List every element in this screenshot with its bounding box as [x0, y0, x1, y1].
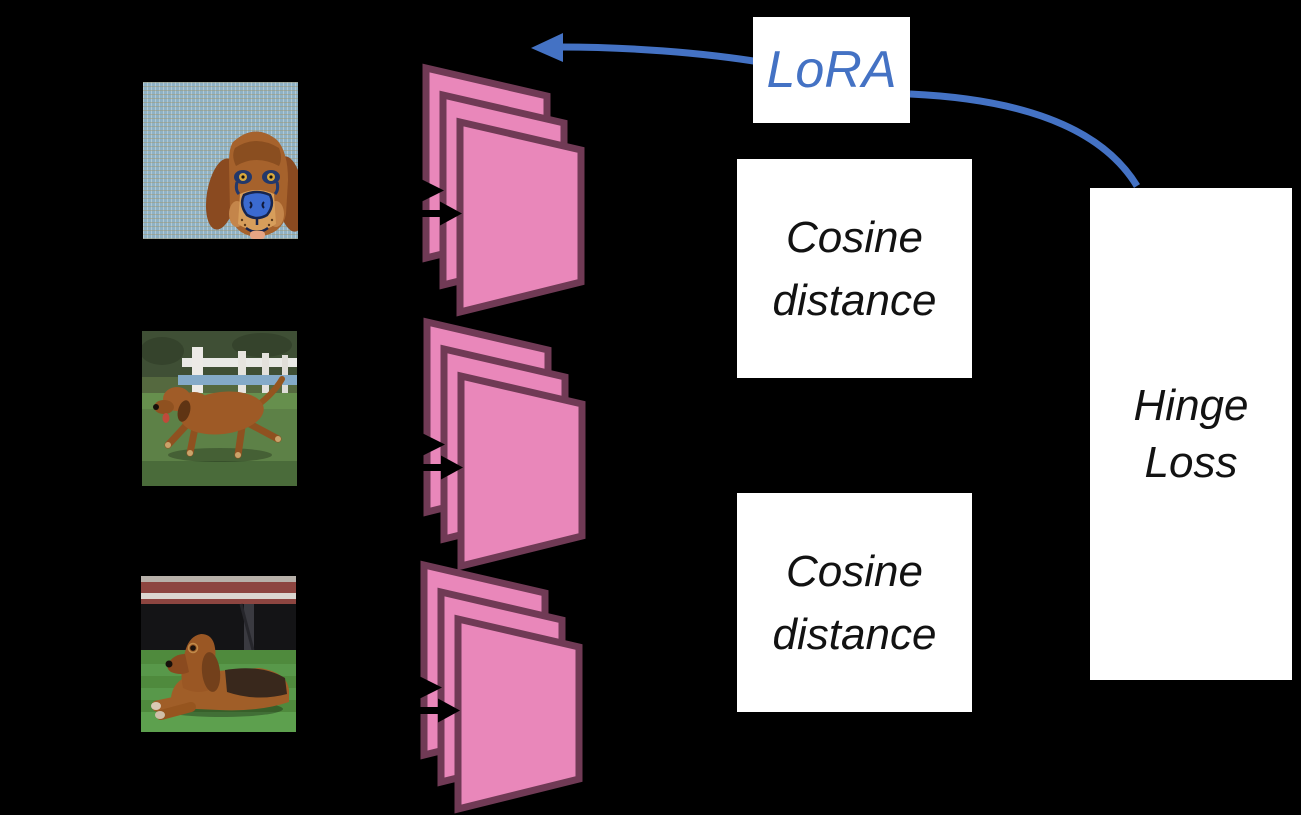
- input-image-middle: [142, 331, 297, 486]
- right-arrowhead-icon: [396, 178, 462, 226]
- hinge-line2: Loss: [1144, 438, 1238, 487]
- bloodhound-portrait-illustration: [205, 131, 298, 239]
- input-image-bottom: [141, 576, 296, 732]
- cosine-top-line1: Cosine: [786, 212, 923, 262]
- lora-feedback-arrow-icon: [531, 33, 1140, 188]
- lora-label: LoRA: [766, 41, 897, 99]
- lora-box: LoRA: [753, 17, 910, 123]
- encoder-stack-bottom: [394, 560, 583, 814]
- cosine-top-line2: distance: [772, 275, 937, 325]
- bloodhound-lying-illustration: [141, 576, 296, 732]
- encoder-stack-middle: [397, 317, 586, 571]
- bloodhound-running-illustration: [142, 331, 297, 486]
- right-arrowhead-icon: [394, 675, 460, 723]
- hinge-loss-box: Hinge Loss: [1090, 188, 1292, 680]
- cosine-distance-box-top: Cosine distance: [737, 159, 972, 378]
- input-image-top: [143, 82, 298, 239]
- right-arrowhead-icon: [397, 432, 463, 480]
- encoder-stack-top: [396, 63, 585, 317]
- hinge-line1: Hinge: [1133, 381, 1249, 430]
- cosine-distance-box-bottom: Cosine distance: [737, 493, 972, 712]
- cosine-bottom-line1: Cosine: [786, 546, 923, 596]
- cosine-bottom-line2: distance: [772, 609, 937, 659]
